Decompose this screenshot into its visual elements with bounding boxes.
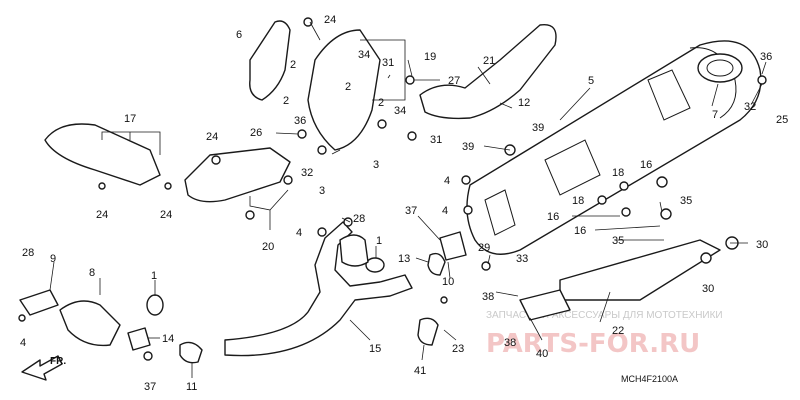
callout-31a: 31	[382, 57, 394, 69]
callout-7: 7	[712, 109, 718, 121]
callout-26: 26	[250, 127, 262, 139]
callout-34b: 34	[394, 105, 406, 117]
forward-arrow-icon	[21, 355, 63, 381]
callout-27: 27	[448, 75, 460, 87]
callout-3a: 3	[319, 185, 325, 197]
leader-lines	[49, 21, 767, 378]
callout-16a: 16	[640, 159, 652, 171]
callout-38a: 38	[482, 291, 494, 303]
callout-24a: 24	[324, 14, 336, 26]
callout-18b: 18	[572, 195, 584, 207]
callout-35b: 35	[612, 235, 624, 247]
callout-1a: 1	[151, 270, 157, 282]
callout-4c: 4	[296, 227, 302, 239]
callout-31b: 31	[430, 134, 442, 146]
callout-15: 15	[369, 343, 381, 355]
diagram-code: MCH4F2100A	[621, 374, 678, 384]
callout-9: 9	[50, 253, 56, 265]
callout-10: 10	[442, 276, 454, 288]
callout-12: 12	[518, 97, 530, 109]
muffler	[466, 40, 762, 255]
callout-33: 33	[516, 253, 528, 265]
callout-37a: 37	[405, 205, 417, 217]
callout-20: 20	[262, 241, 274, 253]
callout-4a: 4	[444, 175, 450, 187]
callout-28a: 28	[353, 213, 365, 225]
callout-6: 6	[236, 29, 242, 41]
callout-16c: 16	[574, 225, 586, 237]
callout-22: 22	[612, 325, 624, 337]
callout-8: 8	[89, 267, 95, 279]
callout-28b: 28	[22, 247, 34, 259]
callout-23: 23	[452, 343, 464, 355]
direction-label: FR.	[50, 356, 66, 367]
callout-2d: 2	[378, 97, 384, 109]
callout-4d: 4	[20, 337, 26, 349]
callout-labels: 1 1 2 2 2 2 3 3 4 4 4 4 5 6 7 8 9 10 11 …	[20, 14, 788, 393]
callout-24d: 24	[160, 209, 172, 221]
watermark-title: ЗАПЧАСТИ И АКСЕССУАРЫ ДЛЯ МОТОТЕХНИКИ	[486, 310, 723, 321]
callout-30b: 30	[702, 283, 714, 295]
watermark-brand: PARTS-FOR.RU	[486, 329, 700, 359]
callout-5: 5	[588, 75, 594, 87]
callout-14: 14	[162, 333, 174, 345]
callout-17: 17	[124, 113, 136, 125]
upper-heat-shields	[44, 20, 557, 203]
callout-41: 41	[414, 365, 426, 377]
callout-30a: 30	[756, 239, 768, 251]
callout-2a: 2	[290, 59, 296, 71]
callout-24b: 24	[206, 131, 218, 143]
callout-34a: 34	[358, 49, 370, 61]
callout-29: 29	[478, 242, 490, 254]
callout-19: 19	[424, 51, 436, 63]
callout-38b: 38	[504, 337, 516, 349]
callout-2c: 2	[345, 81, 351, 93]
exhaust-pipe	[224, 221, 413, 357]
callout-4b: 4	[442, 205, 448, 217]
callout-37b: 37	[144, 381, 156, 393]
callout-25: 25	[776, 114, 788, 126]
callout-35a: 35	[680, 195, 692, 207]
callout-32a: 32	[301, 167, 313, 179]
callout-2b: 2	[283, 95, 289, 107]
callout-39a: 39	[532, 122, 544, 134]
callout-16b: 16	[547, 211, 559, 223]
callout-40: 40	[536, 348, 548, 360]
callout-3b: 3	[373, 159, 379, 171]
callout-36b: 36	[294, 115, 306, 127]
callout-24c: 24	[96, 209, 108, 221]
callout-1b: 1	[376, 235, 382, 247]
callout-21: 21	[483, 55, 495, 67]
callout-13: 13	[398, 253, 410, 265]
callout-36a: 36	[760, 51, 772, 63]
callout-39b: 39	[462, 141, 474, 153]
callout-11: 11	[186, 381, 197, 393]
callout-18a: 18	[612, 167, 624, 179]
callout-32b: 32	[744, 101, 756, 113]
